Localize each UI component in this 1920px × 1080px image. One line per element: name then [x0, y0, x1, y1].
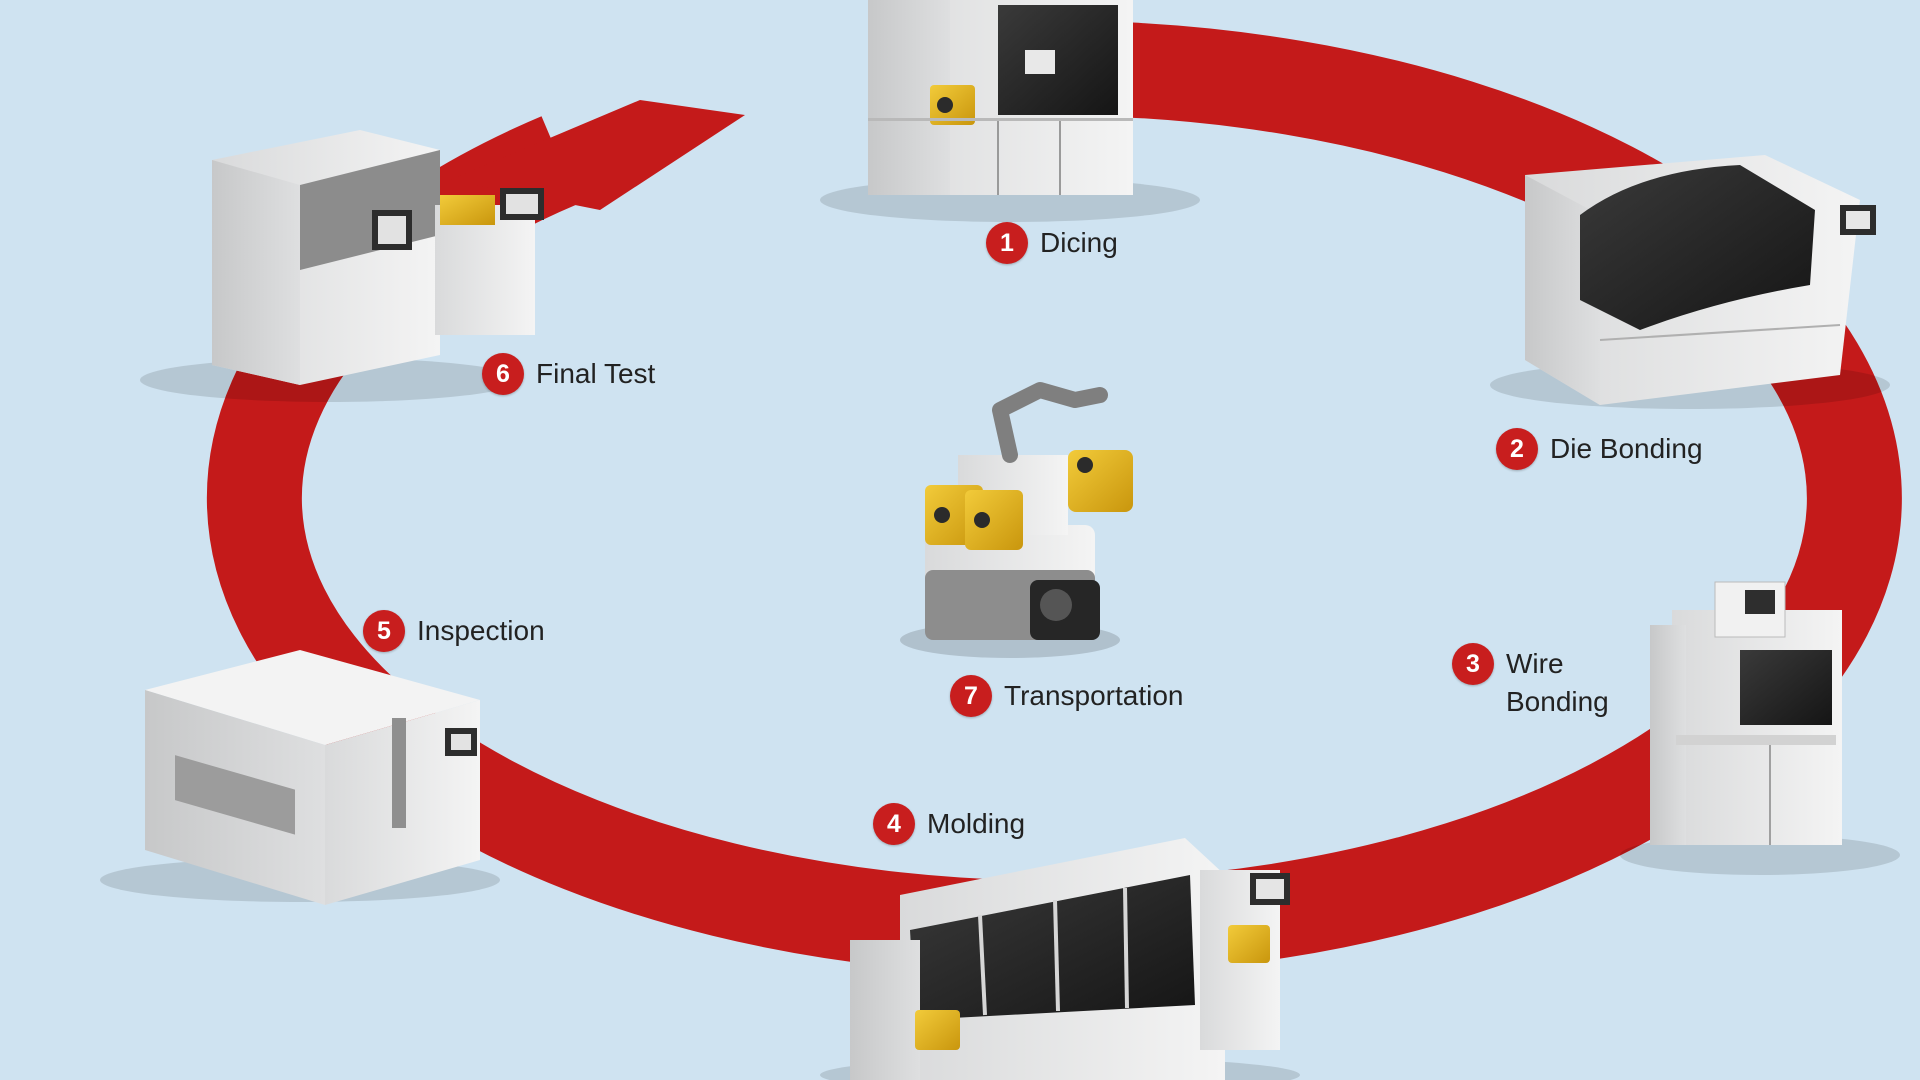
die-bonding-machine	[1490, 155, 1890, 409]
step-2-text: Die Bonding	[1550, 433, 1703, 464]
step-6-label: 6 Final Test	[482, 353, 655, 395]
wire-bonding-machine	[1620, 581, 1900, 875]
step-5-label: 5 Inspection	[363, 610, 545, 652]
step-4-text: Molding	[927, 808, 1026, 839]
step-4-badge: 4	[873, 803, 915, 845]
step-3-text: Wire Bonding	[1506, 648, 1609, 717]
step-6-text: Final Test	[536, 358, 656, 389]
step-2-label: 2 Die Bonding	[1496, 428, 1703, 470]
ring-arrowhead	[450, 100, 745, 210]
step-5-badge: 5	[363, 610, 405, 652]
step-2-badge: 2	[1496, 428, 1538, 470]
step-7-label: 7 Transportation	[950, 675, 1184, 717]
step-3-label: 3 Wire Bonding	[1452, 643, 1609, 721]
step-3-badge: 3	[1452, 643, 1494, 685]
step-1-label: 1 Dicing	[986, 222, 1118, 264]
inspection-machine	[100, 650, 500, 905]
step-1-badge: 1	[986, 222, 1028, 264]
step-4-label: 4 Molding	[873, 803, 1025, 845]
step-6-badge: 6	[482, 353, 524, 395]
transportation-robot	[900, 382, 1133, 658]
step-7-badge: 7	[950, 675, 992, 717]
step-7-text: Transportation	[1004, 680, 1184, 711]
molding-machine	[820, 838, 1300, 1080]
dicing-machine	[820, 0, 1200, 222]
final-test-machine	[140, 130, 544, 402]
step-1-text: Dicing	[1040, 227, 1118, 258]
step-5-text: Inspection	[417, 615, 545, 646]
